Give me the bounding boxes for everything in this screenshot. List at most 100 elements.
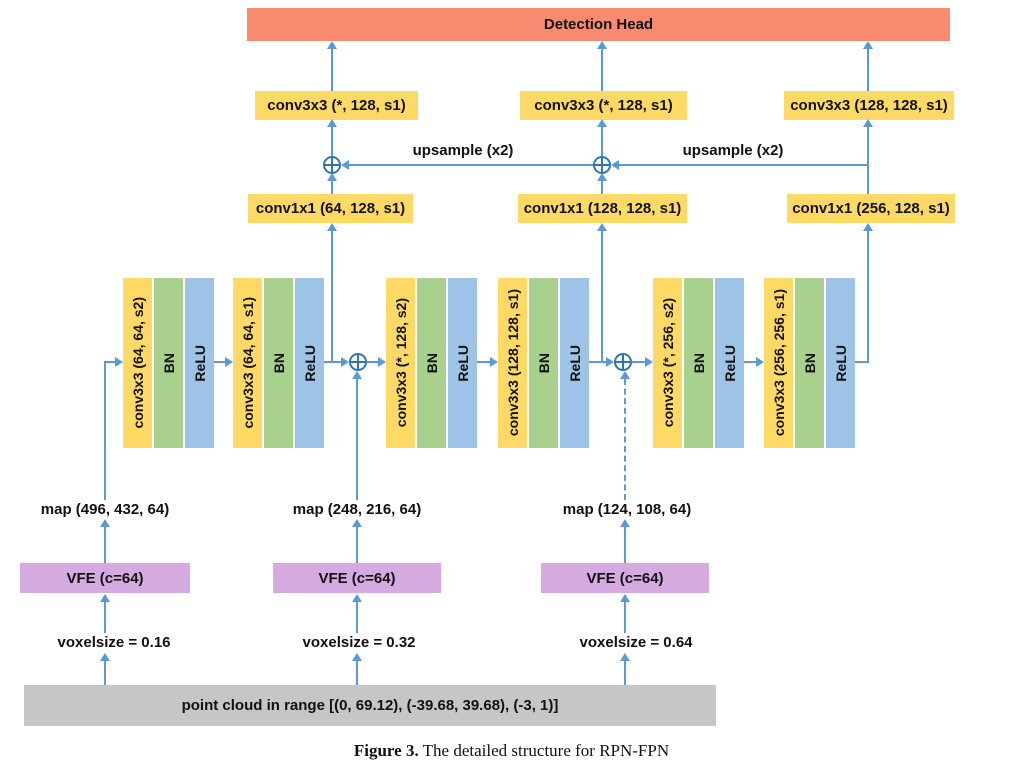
flow-line	[855, 361, 869, 363]
bn-bar: BN	[154, 278, 183, 448]
map-label-2: map (248, 216, 64)	[292, 501, 422, 518]
arrowhead-up	[863, 223, 873, 231]
conv-block-6: conv3x3 (256, 256, s1) BN ReLU	[764, 278, 855, 448]
bn-bar: BN	[684, 278, 713, 448]
flow-line	[477, 361, 490, 363]
arrow-line	[356, 660, 358, 685]
arrowhead-up	[863, 41, 873, 49]
lateral-conv-label-2: conv1x1 (128, 128, s1)	[523, 200, 682, 217]
vfe-box-3: VFE (c=64)	[541, 563, 709, 593]
lateral-conv-box-2: conv1x1 (128, 128, s1)	[518, 194, 687, 223]
map-label-1: map (496, 432, 64)	[40, 501, 170, 518]
arrowhead-up	[597, 41, 607, 49]
arrowhead-up	[620, 594, 630, 602]
lateral-conv-box-3: conv1x1 (256, 128, s1)	[787, 194, 955, 223]
arrowhead-left	[341, 160, 349, 170]
conv-bar: conv3x3 (*, 128, s2)	[386, 278, 415, 448]
upsample-label-2: upsample (x2)	[682, 142, 784, 159]
arrow-line	[867, 126, 869, 194]
flow-line	[367, 361, 378, 363]
arrowhead-right	[225, 357, 233, 367]
dashed-arrow-line	[624, 379, 626, 500]
detection-head-box: Detection Head	[247, 8, 950, 41]
vfe-box-1: VFE (c=64)	[20, 563, 190, 593]
top-conv-label-1: conv3x3 (*, 128, s1)	[267, 97, 406, 114]
arrowhead-up	[597, 173, 607, 181]
arrowhead-right	[645, 357, 653, 367]
arrow-line	[356, 601, 358, 633]
detection-head-label: Detection Head	[543, 16, 654, 33]
arrow-line	[331, 181, 333, 194]
arrow-line	[601, 48, 603, 91]
arrowhead-up	[327, 223, 337, 231]
bn-bar: BN	[417, 278, 446, 448]
top-conv-box-1: conv3x3 (*, 128, s1)	[255, 91, 418, 120]
conv-block-5: conv3x3 (*, 256, s2) BN ReLU	[653, 278, 744, 448]
arrow-line	[331, 231, 333, 362]
arrowhead-up	[620, 653, 630, 661]
conv-bar: conv3x3 (*, 256, s2)	[653, 278, 682, 448]
arrowhead-right	[341, 357, 349, 367]
voxelsize-label-3: voxelsize = 0.64	[579, 634, 693, 651]
bn-bar: BN	[795, 278, 824, 448]
bn-bar: BN	[264, 278, 293, 448]
arrow-line	[624, 526, 626, 563]
arrow-line	[601, 126, 603, 156]
arrowhead-right	[606, 357, 614, 367]
conv-block-1: conv3x3 (64, 64, s2) BN ReLU	[123, 278, 214, 448]
arrowhead-left	[611, 160, 619, 170]
sum-node-icon	[614, 353, 632, 371]
arrowhead-right	[378, 357, 386, 367]
conv-bar: conv3x3 (128, 128, s1)	[498, 278, 527, 448]
arrow-line	[867, 48, 869, 91]
arrowhead-right	[115, 357, 123, 367]
arrowhead-up	[100, 653, 110, 661]
arrow-line	[356, 379, 358, 500]
vfe-label-1: VFE (c=64)	[66, 569, 144, 587]
upsample-label-1: upsample (x2)	[412, 142, 514, 159]
arrowhead-up	[620, 371, 630, 379]
arrow-line	[601, 231, 603, 362]
figure-caption-number: Figure 3.	[353, 741, 419, 760]
figure-caption-text: The detailed structure for RPN-FPN	[418, 741, 670, 760]
arrowhead-up	[352, 653, 362, 661]
arrowhead-up	[863, 119, 873, 127]
bn-bar: BN	[529, 278, 558, 448]
sum-node-icon	[323, 156, 341, 174]
relu-bar: ReLU	[826, 278, 855, 448]
arrow-line	[601, 181, 603, 194]
vfe-box-2: VFE (c=64)	[273, 563, 441, 593]
relu-bar: ReLU	[185, 278, 214, 448]
sum-node-icon	[349, 353, 367, 371]
sum-node-icon	[593, 156, 611, 174]
arrow-line	[104, 660, 106, 685]
arrowhead-up	[352, 519, 362, 527]
lateral-conv-box-1: conv1x1 (64, 128, s1)	[248, 194, 413, 223]
flow-line	[214, 361, 225, 363]
lateral-conv-label-1: conv1x1 (64, 128, s1)	[255, 200, 406, 217]
conv-block-3: conv3x3 (*, 128, s2) BN ReLU	[386, 278, 477, 448]
relu-bar: ReLU	[295, 278, 324, 448]
arrow-line	[624, 601, 626, 633]
relu-bar: ReLU	[715, 278, 744, 448]
voxelsize-label-2: voxelsize = 0.32	[302, 634, 416, 651]
arrowhead-up	[327, 173, 337, 181]
arrowhead-right	[490, 357, 498, 367]
conv-bar: conv3x3 (256, 256, s1)	[764, 278, 793, 448]
flow-line	[744, 361, 756, 363]
arrowhead-up	[100, 519, 110, 527]
flow-line	[632, 361, 645, 363]
arrow-line	[867, 231, 869, 362]
flow-line	[104, 361, 106, 500]
arrowhead-up	[597, 223, 607, 231]
voxelsize-label-1: voxelsize = 0.16	[57, 634, 171, 651]
arrowhead-up	[327, 41, 337, 49]
relu-bar: ReLU	[448, 278, 477, 448]
flow-line	[324, 361, 341, 363]
arrowhead-up	[352, 594, 362, 602]
arrowhead-up	[352, 371, 362, 379]
arrow-line	[356, 526, 358, 563]
conv-block-2: conv3x3 (64, 64, s1) BN ReLU	[233, 278, 324, 448]
top-conv-label-2: conv3x3 (*, 128, s1)	[534, 97, 673, 114]
